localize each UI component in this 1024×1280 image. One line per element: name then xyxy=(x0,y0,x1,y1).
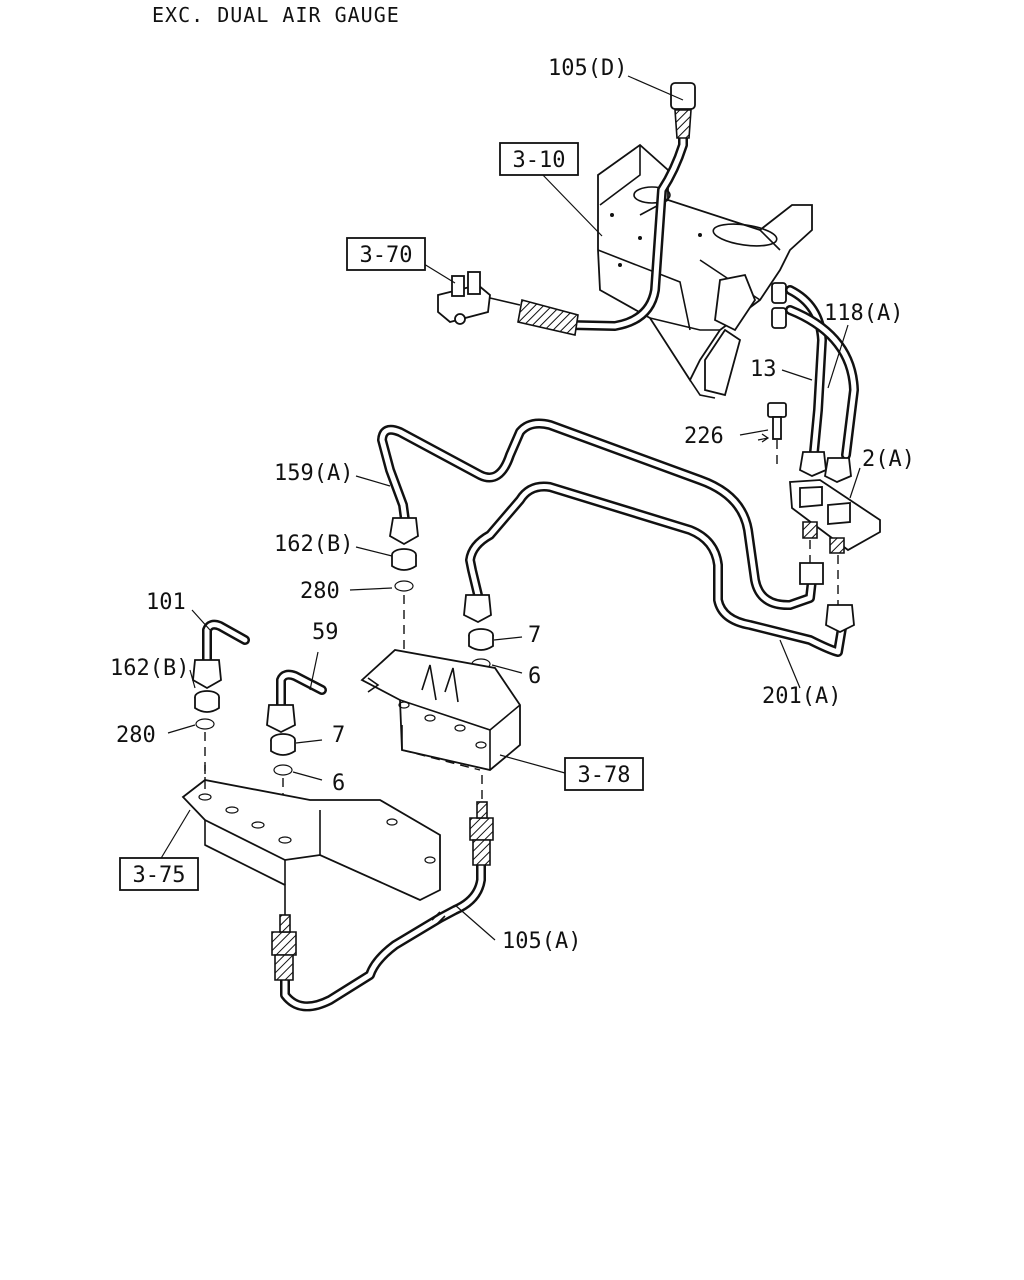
pipe-201a xyxy=(463,481,855,657)
ref-label-3-75: 3-75 xyxy=(133,863,186,888)
part-labels: 105(D) 118(A) 13 226 2(A) 159(A) 162(B) … xyxy=(110,56,915,954)
label-280-left: 280 xyxy=(116,723,156,748)
left-bracket xyxy=(181,765,441,915)
ref-box-3-70[interactable]: 3-70 xyxy=(346,237,426,271)
pipe-105a xyxy=(271,775,494,1012)
bolt-226 xyxy=(767,402,787,465)
ref-box-3-75[interactable]: 3-75 xyxy=(119,857,199,891)
label-162b-left: 162(B) xyxy=(110,656,189,681)
diagram-title: EXC. DUAL AIR GAUGE xyxy=(152,3,400,27)
center-fittings xyxy=(391,548,494,745)
label-101: 101 xyxy=(146,590,186,615)
label-2a: 2(A) xyxy=(862,447,915,472)
ref-box-3-10[interactable]: 3-10 xyxy=(499,142,579,176)
label-7-center: 7 xyxy=(528,623,541,648)
junction-block-2a xyxy=(789,479,881,605)
center-bracket xyxy=(360,649,521,771)
label-59: 59 xyxy=(312,620,339,645)
ref-label-3-10: 3-10 xyxy=(513,148,566,173)
label-280-center: 280 xyxy=(300,579,340,604)
ref-label-3-78: 3-78 xyxy=(578,763,631,788)
label-105d: 105(D) xyxy=(548,56,627,81)
label-162b-center: 162(B) xyxy=(274,532,353,557)
pipe-159a xyxy=(377,418,824,611)
pipe-118a xyxy=(785,285,859,483)
pipe-105d xyxy=(517,82,696,336)
label-226: 226 xyxy=(684,424,724,449)
ref-label-3-70: 3-70 xyxy=(360,243,413,268)
label-201a: 201(A) xyxy=(762,684,841,709)
leader-lines xyxy=(159,75,861,941)
sensor-switch xyxy=(437,271,521,325)
label-105a: 105(A) xyxy=(502,929,581,954)
left-fittings xyxy=(192,619,327,840)
label-118a: 118(A) xyxy=(824,301,903,326)
ref-box-3-78[interactable]: 3-78 xyxy=(564,757,644,791)
label-7-left: 7 xyxy=(332,723,345,748)
label-159a: 159(A) xyxy=(274,461,353,486)
upper-bracket-assembly xyxy=(597,143,813,399)
label-6-left: 6 xyxy=(332,771,345,796)
label-13: 13 xyxy=(750,357,777,382)
label-6-center: 6 xyxy=(528,664,541,689)
